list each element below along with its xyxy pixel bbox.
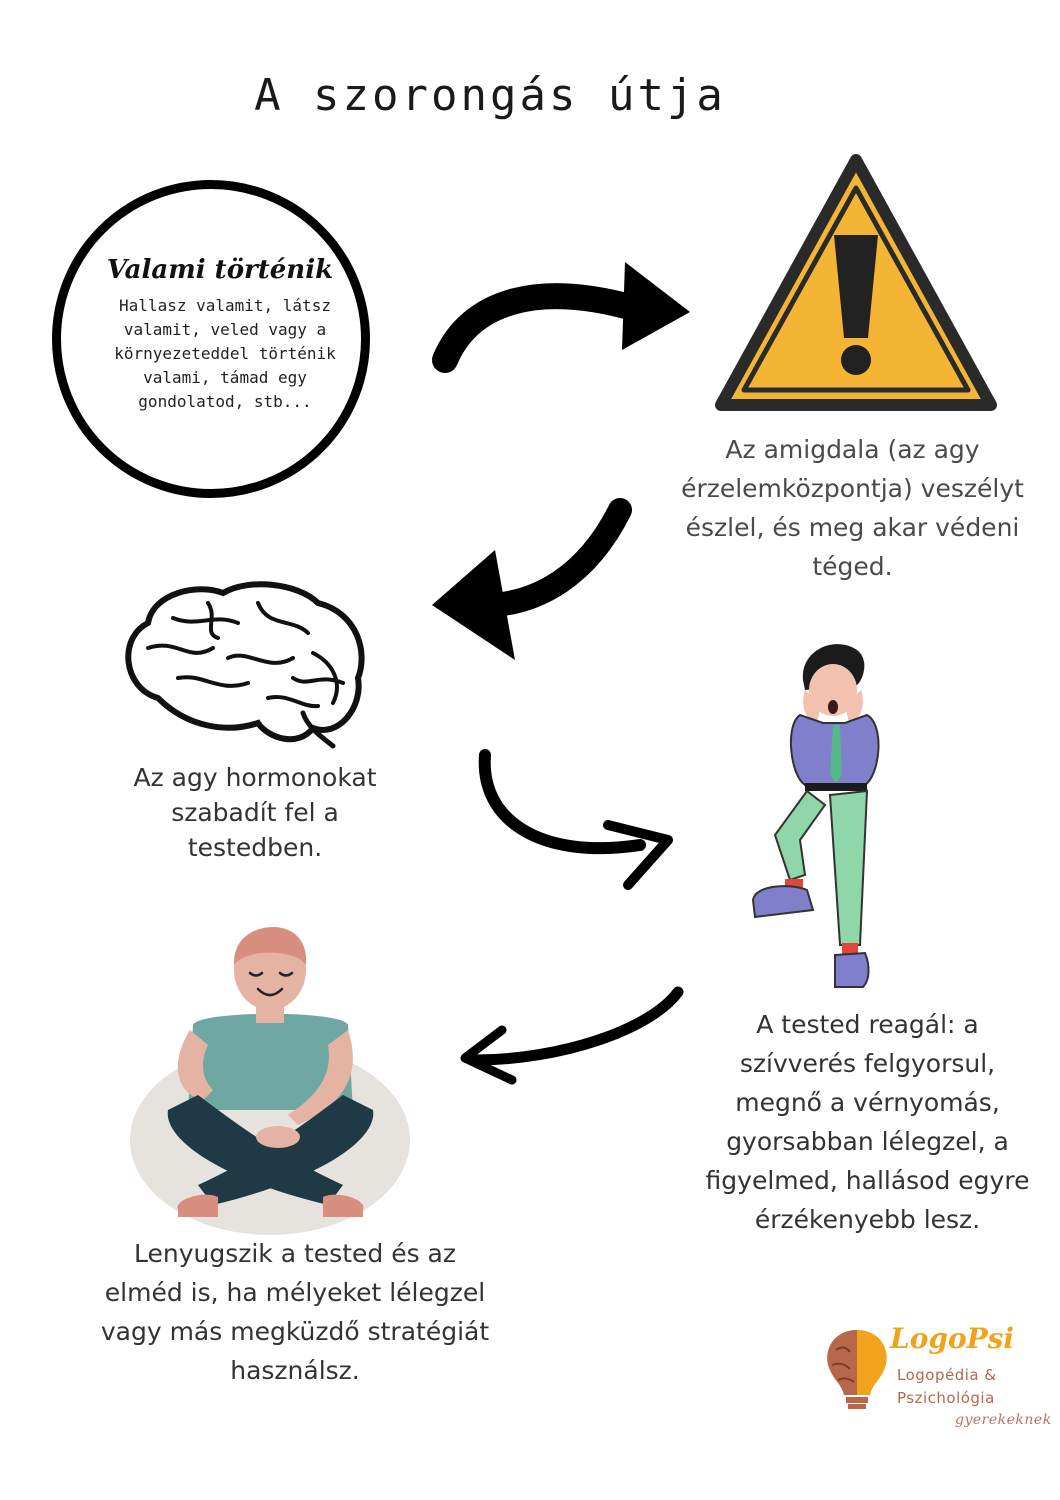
page-title: A szorongás útja	[254, 70, 726, 121]
arrow-right-curved-3	[478, 749, 673, 890]
event-circle	[52, 180, 370, 498]
event-heading: Valami történik	[106, 255, 334, 285]
hormones-caption: Az agy hormonokat szabadít fel a testedb…	[133, 763, 377, 862]
brain-icon	[125, 581, 365, 749]
body-reaction-caption: A tested reagál: a szívverés felgyorsul,…	[705, 1010, 1030, 1234]
logo-line-1: Logopédia &	[897, 1366, 997, 1384]
logo-bulb-icon	[827, 1330, 887, 1409]
logo-line-2: Pszichológia	[897, 1389, 995, 1407]
amygdala-caption: Az amigdala (az agy érzelemközpontja) ve…	[681, 435, 1024, 581]
arrow-icon	[432, 262, 690, 373]
meditating-person-illustration	[130, 927, 410, 1235]
logo-line-3: gyerekeknek	[955, 1412, 1052, 1428]
calm-down-caption: Lenyugszik a tested és az elméd is, ha m…	[100, 1239, 490, 1385]
warning-icon	[715, 154, 997, 411]
event-description: Hallasz valamit, látsz valamit, veled va…	[114, 296, 336, 411]
arrow-left-curved-4	[460, 986, 684, 1085]
arrow-left-curved-2	[432, 498, 632, 660]
logo-name: LogoPsi	[890, 1322, 1015, 1355]
panicking-person-illustration	[751, 644, 880, 988]
